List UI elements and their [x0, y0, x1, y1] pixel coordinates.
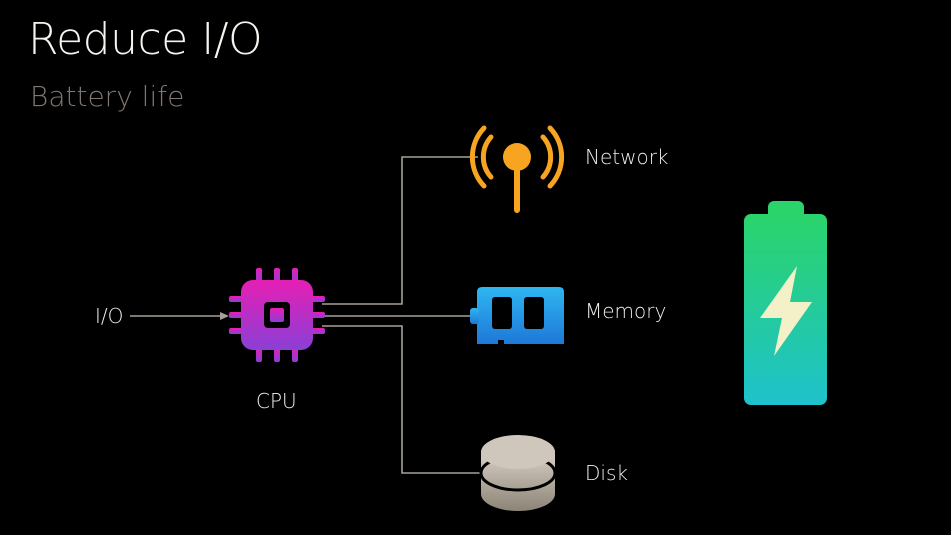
disk-cylinder-icon [479, 435, 557, 511]
slide-subtitle: Battery life [30, 80, 185, 113]
lightning-bolt-icon [760, 266, 812, 356]
wireless-antenna-icon [469, 125, 565, 213]
battery-charging-icon [744, 201, 827, 405]
slide-title: Reduce I/O [28, 14, 263, 65]
cpu-label: CPU [256, 389, 297, 413]
disk-label: Disk [585, 461, 628, 485]
cpu-to-disk-connector [322, 325, 486, 474]
memory-label: Memory [585, 299, 667, 323]
cpu-chip-icon [229, 268, 325, 362]
network-label: Network [585, 145, 669, 169]
memory-module-icon [470, 287, 564, 344]
cpu-to-network-connector [322, 156, 478, 305]
connector-lines [130, 156, 486, 474]
io-input-label: I/O [95, 304, 124, 328]
io-arrowhead [220, 312, 229, 320]
